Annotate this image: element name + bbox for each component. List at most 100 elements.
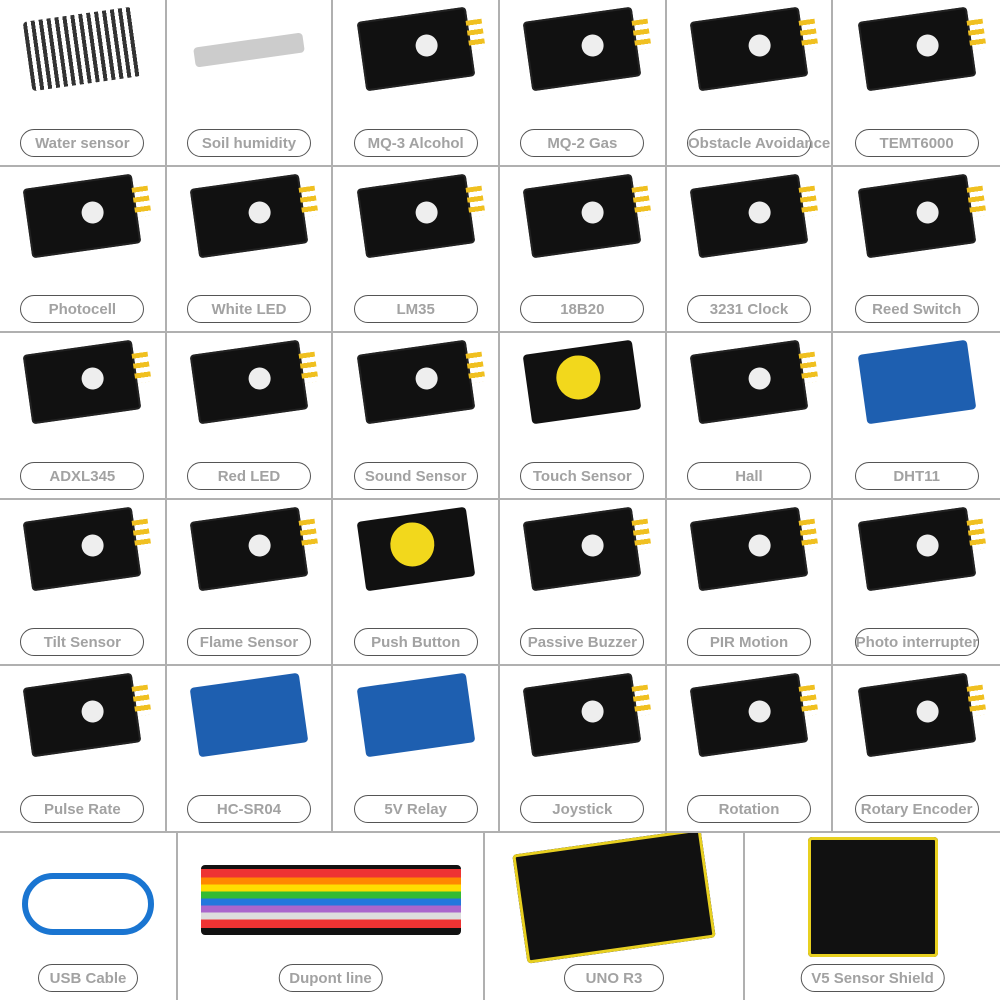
product-label: MQ-2 Gas <box>520 128 645 157</box>
product-cell: MQ-3 Alcohol <box>333 0 500 167</box>
product-label: Red LED <box>186 461 311 490</box>
product-label: Pulse Rate <box>20 795 145 823</box>
product-cell: Rotation <box>666 666 834 833</box>
product-label: ADXL345 <box>20 461 145 490</box>
product-cell: V5 Sensor Shield <box>745 833 1000 1000</box>
product-image <box>689 506 809 592</box>
product-image <box>522 173 642 258</box>
product-cell: Hall <box>666 333 834 500</box>
product-image <box>522 506 642 592</box>
product-image <box>689 673 809 758</box>
product-label: DHT11 <box>854 461 979 490</box>
product-image <box>22 873 154 935</box>
product-image <box>356 6 475 92</box>
product-cell: Obstacle Avoidance <box>666 0 834 167</box>
product-label: PIR Motion <box>686 628 811 657</box>
product-cell: White LED <box>166 166 334 334</box>
product-label: MQ-3 Alcohol <box>353 128 478 157</box>
product-label: 3231 Clock <box>686 295 811 324</box>
product-cell: Reed Switch <box>833 167 1000 334</box>
product-image <box>857 339 976 425</box>
product-cell: Dupont line <box>178 833 485 1000</box>
product-image <box>200 865 461 935</box>
product-image <box>356 339 475 425</box>
product-cell: 18B20 <box>500 166 667 334</box>
product-label: Water sensor <box>20 128 145 157</box>
product-label: Passive Buzzer <box>520 628 645 657</box>
product-cell: Tilt Sensor <box>0 499 167 667</box>
product-cell: TEMT6000 <box>833 0 1000 167</box>
product-cell: Touch Sensor <box>500 333 667 500</box>
product-image <box>689 6 809 92</box>
product-cell: Pulse Rate <box>0 666 167 833</box>
product-image <box>689 339 809 425</box>
product-image <box>189 506 309 592</box>
product-image <box>356 173 475 258</box>
product-cell: Photocell <box>0 166 167 334</box>
product-image <box>857 173 976 258</box>
product-cell: LM35 <box>333 166 500 334</box>
product-image <box>189 339 309 425</box>
product-cell: 3231 Clock <box>666 166 834 334</box>
product-image <box>22 673 142 758</box>
product-cell: Push Button <box>333 499 500 667</box>
product-label: Touch Sensor <box>520 461 645 490</box>
product-label: Flame Sensor <box>186 628 311 657</box>
product-cell: Sound Sensor <box>333 333 500 500</box>
product-image <box>522 6 642 92</box>
product-cell: Red LED <box>166 333 334 500</box>
product-image <box>522 673 642 758</box>
product-label: HC-SR04 <box>186 795 311 823</box>
product-label: LM35 <box>353 295 478 324</box>
product-cell: ADXL345 <box>0 333 167 500</box>
product-cell: PIR Motion <box>666 499 834 667</box>
product-label: White LED <box>186 295 311 324</box>
product-cell: Rotary Encoder <box>833 666 1000 833</box>
product-image <box>22 173 142 258</box>
product-image <box>857 673 976 758</box>
product-label: Joystick <box>520 795 645 823</box>
accessory-row: USB Cable Dupont line UNO R3 V5 Sensor Shie… <box>0 833 1000 1000</box>
product-label: USB Cable <box>38 964 138 992</box>
product-image <box>22 339 142 425</box>
product-label: Hall <box>686 461 811 490</box>
product-image <box>356 506 475 592</box>
product-cell: Passive Buzzer <box>500 499 667 667</box>
product-label: Soil humidity <box>186 128 311 157</box>
product-image <box>189 673 309 758</box>
module-grid: Water sensor Soil humidity MQ-3 Alcohol MQ-… <box>0 0 1000 833</box>
product-label: 18B20 <box>520 295 645 324</box>
product-cell: DHT11 <box>833 333 1000 500</box>
product-cell: Flame Sensor <box>166 499 334 667</box>
product-label: Push Button <box>353 628 478 657</box>
product-label: Tilt Sensor <box>20 628 145 657</box>
product-cell: Soil humidity <box>166 0 334 167</box>
product-label: 5V Relay <box>353 795 478 823</box>
product-cell: Photo interrupter <box>833 500 1000 667</box>
product-label: Rotary Encoder <box>854 795 979 823</box>
product-label: Rotation <box>686 795 811 823</box>
product-label: V5 Sensor Shield <box>800 964 945 992</box>
product-label: TEMT6000 <box>854 128 979 157</box>
product-cell: UNO R3 <box>485 833 745 1000</box>
product-image <box>807 837 938 957</box>
product-image <box>689 173 809 258</box>
product-label: Obstacle Avoidance <box>686 128 830 157</box>
product-cell: 5V Relay <box>333 666 500 833</box>
product-label: Sound Sensor <box>353 461 478 490</box>
product-label: UNO R3 <box>564 964 664 992</box>
product-image <box>857 6 976 92</box>
product-image <box>22 6 142 92</box>
product-label: Photo interrupter <box>854 628 979 657</box>
product-label: Dupont line <box>278 964 383 992</box>
product-image <box>356 673 475 758</box>
product-image <box>857 506 976 592</box>
product-image <box>193 32 305 68</box>
product-image <box>22 506 142 592</box>
product-image <box>189 173 309 258</box>
product-cell: Water sensor <box>0 0 167 167</box>
product-image <box>512 833 716 964</box>
product-image <box>522 339 642 425</box>
product-cell: MQ-2 Gas <box>500 0 667 167</box>
product-cell: HC-SR04 <box>166 666 334 833</box>
